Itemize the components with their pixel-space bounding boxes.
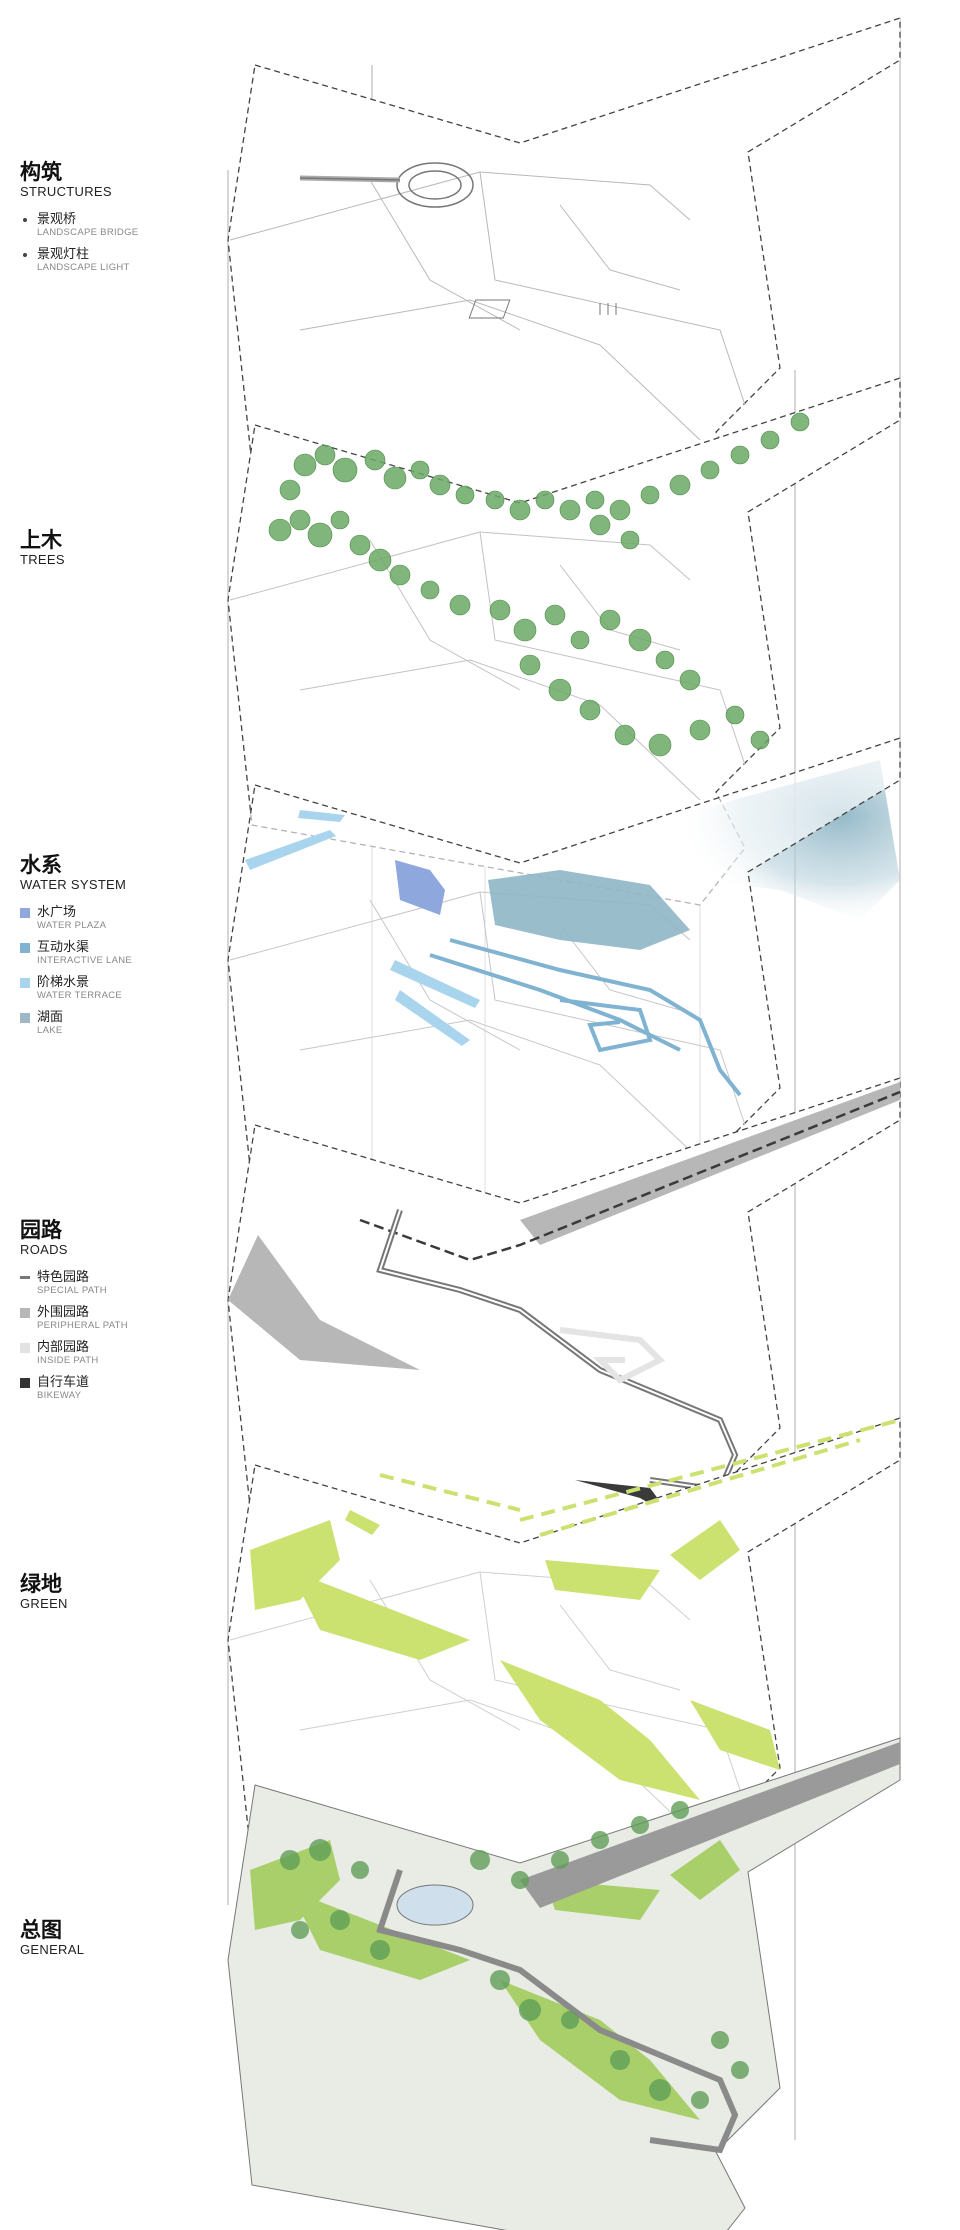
plate-roads bbox=[227, 1077, 901, 1606]
swatch-icon bbox=[20, 1378, 30, 1388]
water-terrace bbox=[245, 810, 480, 1046]
legend-item-interactive-lane: 互动水渠 INTERACTIVE LANE bbox=[20, 940, 220, 966]
plate-water bbox=[227, 737, 901, 1266]
legend-green: 绿地 GREEN bbox=[20, 1572, 220, 1612]
general-road bbox=[520, 1742, 900, 1908]
legend-trees: 上木 TREES bbox=[20, 528, 220, 568]
legend-subtitle: GENERAL bbox=[20, 1942, 85, 1957]
tree-canopies bbox=[268, 412, 810, 757]
green-areas bbox=[250, 1510, 780, 1800]
plate-green bbox=[227, 1417, 901, 1946]
legend-subtitle: ROADS bbox=[20, 1242, 68, 1257]
legend-title: 绿地 bbox=[20, 1572, 62, 1596]
legend-item-inside-path: 内部园路 INSIDE PATH bbox=[20, 1340, 220, 1366]
swatch-icon bbox=[20, 1343, 30, 1353]
legend-item-water-terrace: 阶梯水景 WATER TERRACE bbox=[20, 975, 220, 1001]
general-special-path bbox=[376, 1869, 739, 2154]
legend-subtitle: GREEN bbox=[20, 1596, 68, 1611]
plate-structures bbox=[227, 17, 901, 546]
landscape-light-icon bbox=[468, 299, 617, 319]
interactive-lane bbox=[429, 938, 742, 1097]
legend-title: 总图 bbox=[20, 1918, 62, 1942]
general-water-plaza bbox=[396, 1884, 474, 1926]
legend-structures: 构筑 STRUCTURES 景观桥 LANDSCAPE BRIDGE 景观灯柱 … bbox=[20, 160, 220, 282]
swatch-icon bbox=[20, 1276, 30, 1279]
legend-item-special-path: 特色园路 SPECIAL PATH bbox=[20, 1270, 220, 1296]
legend-item-landscape-light: 景观灯柱 LANDSCAPE LIGHT bbox=[20, 247, 220, 273]
peripheral-path-east bbox=[520, 1082, 900, 1245]
legend-item-lake: 湖面 LAKE bbox=[20, 1010, 220, 1036]
legend-item-water-plaza: 水广场 WATER PLAZA bbox=[20, 905, 220, 931]
legend-title: 上木 bbox=[20, 528, 62, 552]
legend-title: 水系 bbox=[20, 853, 62, 877]
bikeway bbox=[359, 1090, 901, 1262]
legend-water: 水系 WATER SYSTEM 水广场 WATER PLAZA 互动水渠 INT… bbox=[20, 853, 220, 1045]
swatch-icon bbox=[20, 1013, 30, 1023]
bikeway-segment bbox=[575, 1480, 670, 1515]
legend-general: 总图 GENERAL bbox=[20, 1918, 220, 1958]
swatch-icon bbox=[20, 978, 30, 988]
landscape-bridge-icon bbox=[299, 162, 474, 208]
swatch-icon bbox=[20, 908, 30, 918]
legend-title: 构筑 bbox=[20, 160, 62, 184]
swatch-icon bbox=[20, 1308, 30, 1318]
plate-trees bbox=[227, 377, 901, 906]
inside-path bbox=[559, 1327, 666, 1384]
peripheral-path bbox=[228, 1235, 420, 1370]
lake-surface bbox=[488, 870, 690, 950]
legend-subtitle: WATER SYSTEM bbox=[20, 877, 127, 892]
plate-general bbox=[227, 1737, 901, 2230]
legend-roads: 园路 ROADS 特色园路 SPECIAL PATH 外围园路 PERIPHER… bbox=[20, 1218, 220, 1410]
bullet-icon bbox=[23, 253, 27, 257]
bullet-icon bbox=[23, 218, 27, 222]
water-plaza bbox=[395, 860, 445, 915]
legend-title: 园路 bbox=[20, 1218, 62, 1242]
general-trees bbox=[280, 1801, 749, 2109]
special-path-inner bbox=[378, 1209, 737, 1492]
legend-item-bikeway: 自行车道 BIKEWAY bbox=[20, 1375, 220, 1401]
swatch-icon bbox=[20, 943, 30, 953]
green-strips bbox=[379, 1418, 901, 1537]
legend-subtitle: STRUCTURES bbox=[20, 184, 112, 199]
legend-item-landscape-bridge: 景观桥 LANDSCAPE BRIDGE bbox=[20, 212, 220, 238]
legend-subtitle: TREES bbox=[20, 552, 65, 567]
legend-item-peripheral-path: 外围园路 PERIPHERAL PATH bbox=[20, 1305, 220, 1331]
